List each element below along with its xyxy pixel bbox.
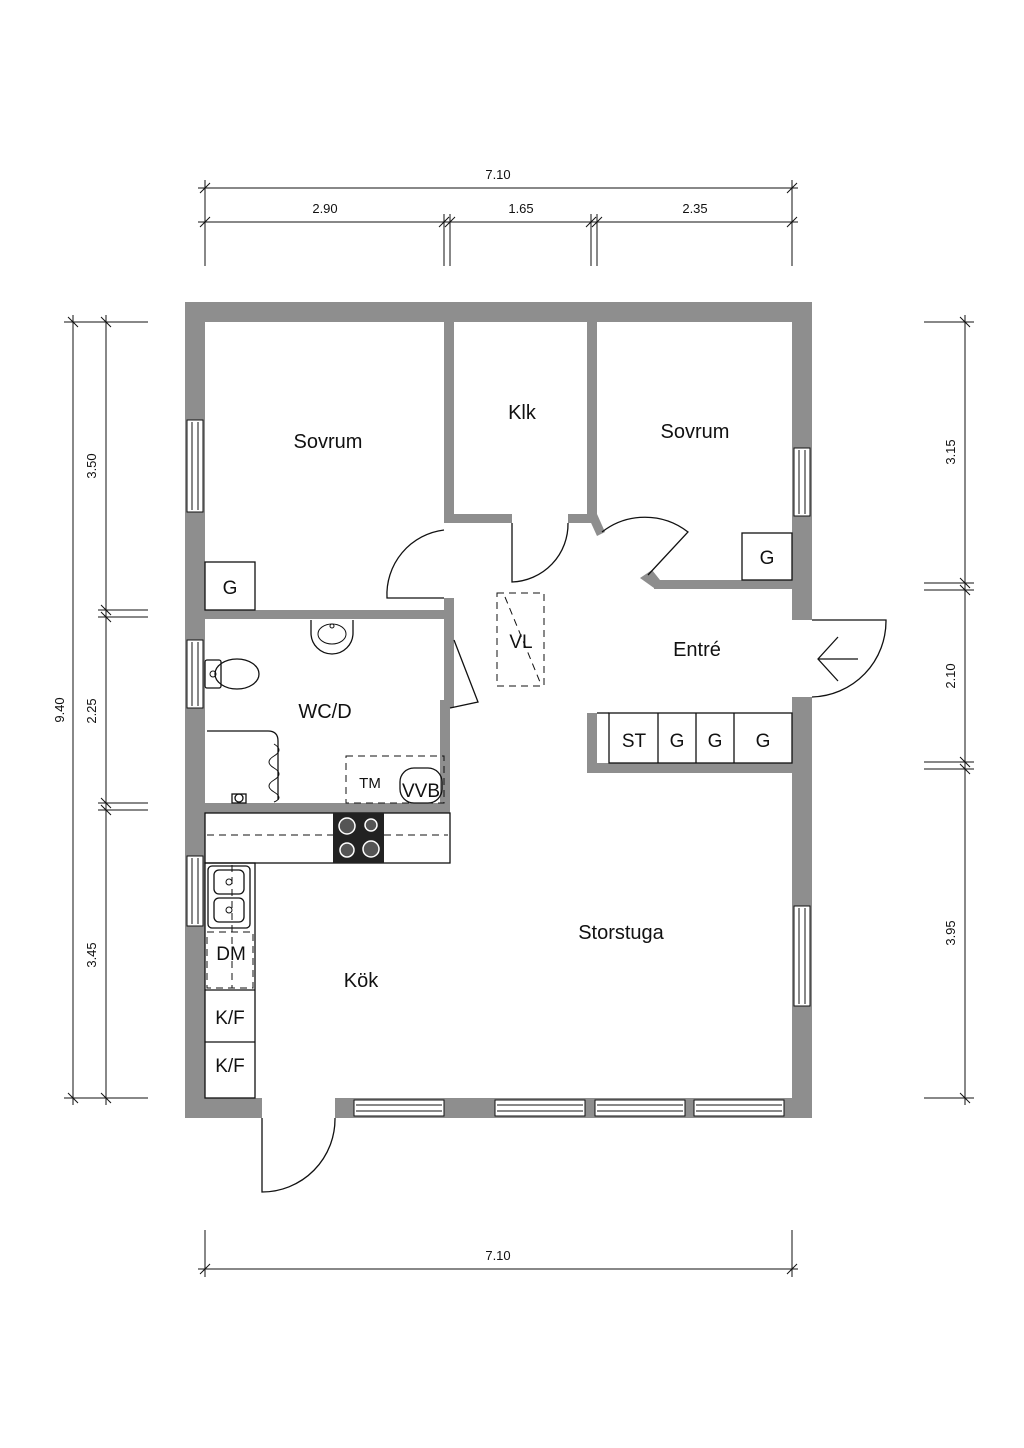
washing-machine-label: TM (359, 775, 381, 792)
door-entrance (811, 619, 887, 698)
storage-label: G (756, 731, 771, 752)
washbasin-icon (310, 620, 354, 655)
room-label-closet: Klk (508, 402, 537, 424)
window (793, 447, 811, 517)
storage-label: G (670, 731, 685, 752)
window (693, 1099, 785, 1117)
sink-icon (207, 865, 251, 929)
room-label-living-room: Storstuga (578, 922, 664, 944)
storage-row: ST G G G (597, 712, 793, 764)
dim-top-segment: 1.65 (508, 201, 533, 216)
dim-left-total: 9.40 (52, 697, 67, 722)
doors (261, 516, 887, 1193)
dimension-left: 9.40 3.50 2.25 3.45 (52, 315, 148, 1105)
entrance-arrow-icon (817, 636, 858, 682)
fridge-freezer-label: K/F (215, 1008, 245, 1029)
dim-top-segment: 2.35 (682, 201, 707, 216)
window (793, 905, 811, 1007)
room-label-bathroom: WC/D (298, 701, 351, 723)
room-label-bedroom-right: Sovrum (661, 421, 730, 443)
room-label-entrance: Entré (673, 639, 721, 661)
storage-label: ST (622, 731, 647, 752)
kitchen-counter (204, 812, 451, 1099)
room-label-bedroom-left: Sovrum (294, 431, 363, 453)
dim-right-segment: 3.95 (943, 920, 958, 945)
window (186, 419, 204, 513)
dim-left-segment: 3.50 (84, 453, 99, 478)
dishwasher (206, 931, 254, 989)
dim-right-segment: 3.15 (943, 439, 958, 464)
window (353, 1099, 445, 1117)
dim-left-segment: 3.45 (84, 942, 99, 967)
window (594, 1099, 686, 1117)
dimension-top: 7.10 2.90 1.65 2.35 (198, 167, 798, 266)
ventilation-shaft: VL (496, 592, 545, 687)
toilet-icon (204, 658, 260, 690)
wardrobe-right (741, 532, 793, 581)
wardrobe-right-label: G (760, 548, 775, 569)
water-heater-label: VVB (402, 781, 440, 802)
dim-bottom-total: 7.10 (485, 1248, 510, 1263)
stove-icon (333, 813, 384, 863)
fridge-freezer-label: K/F (215, 1056, 245, 1077)
wardrobe-left (204, 561, 256, 611)
windows (186, 419, 811, 1117)
dim-left-segment: 2.25 (84, 698, 99, 723)
door-closet (511, 522, 569, 583)
dim-top-segment: 2.90 (312, 201, 337, 216)
door-kitchen (261, 1117, 336, 1193)
window (186, 855, 204, 927)
dim-top-total: 7.10 (485, 167, 510, 182)
door-bedroom-left (386, 529, 445, 599)
laundry-area: TM VVB (345, 755, 445, 804)
door-bedroom-right (601, 516, 689, 576)
storage-label: G (708, 731, 723, 752)
dim-right-segment: 2.10 (943, 663, 958, 688)
shower-icon (207, 730, 280, 804)
window (494, 1099, 586, 1117)
dimension-right: 3.15 2.10 3.95 (924, 315, 974, 1105)
room-label-kitchen: Kök (344, 970, 379, 992)
door-bathroom (449, 639, 479, 709)
wardrobe-left-label: G (223, 578, 238, 599)
dishwasher-label: DM (216, 944, 246, 965)
dimension-bottom: 7.10 (198, 1230, 798, 1277)
window (186, 639, 204, 709)
ventilation-label: VL (509, 632, 532, 653)
